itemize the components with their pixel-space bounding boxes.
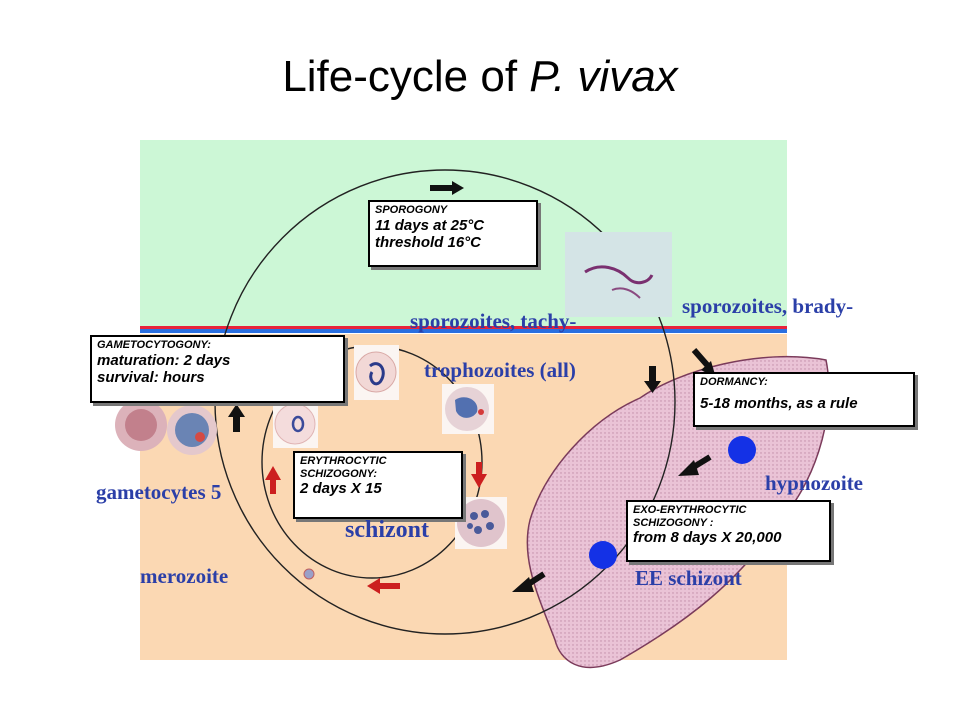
exo-erythrocytic-box: EXO-ERYTHROCYTIC SCHIZOGONY : from 8 day… (626, 500, 831, 562)
title-prefix: Life-cycle of (282, 52, 530, 101)
sporogony-box: SPOROGONY 11 days at 25°C threshold 16°C (368, 200, 538, 267)
cell-trophozoite (442, 384, 494, 434)
cell-schizont (455, 497, 507, 549)
arrow-red-left (367, 578, 400, 594)
gametocytogony-line2: survival: hours (97, 368, 205, 386)
sporozoite-shape (584, 265, 654, 285)
label-trophozoites: trophozoites (all) (424, 358, 576, 382)
arrow-to-liver-1 (644, 366, 661, 393)
gametocytogony-line1: maturation: 2 days (97, 351, 231, 369)
cell-ring-left (273, 400, 318, 448)
label-gametocytes: gametocytes 5 (96, 480, 222, 504)
arrow-gametocytogony-up (228, 404, 245, 432)
label-schizont: schizont (345, 517, 429, 543)
skin-line-red (140, 326, 787, 329)
label-sporozoites-brady: sporozoites, brady- (682, 294, 854, 318)
sporogony-line1: 11 days at 25°C (375, 216, 485, 234)
sporogony-heading: SPOROGONY (375, 204, 448, 216)
dormancy-box: DORMANCY: 5-18 months, as a rule (693, 372, 915, 427)
skin-line-blue (140, 329, 787, 333)
cell-gametocyte-2 (167, 405, 217, 455)
erythrocytic-box: ERYTHROCYTIC SCHIZOGONY: 2 days X 15 (293, 451, 463, 519)
title-species: P. vivax (529, 52, 678, 101)
arrow-hypnozoite (678, 454, 712, 476)
label-sporozoites-tachy: sporozoites, tachy- (410, 309, 577, 333)
erythrocytic-line1: 2 days X 15 (300, 480, 382, 498)
cell-gametocyte-1 (115, 399, 167, 451)
arrow-red-up (265, 466, 281, 494)
exo-erythrocytic-heading1: EXO-ERYTHROCYTIC (633, 504, 747, 516)
sporogony-line2: threshold 16°C (375, 233, 482, 251)
sporozoite-shape-2 (611, 287, 641, 299)
gametocytogony-heading: GAMETOCYTOGONY: (97, 339, 211, 351)
gametocytogony-box: GAMETOCYTOGONY: maturation: 2 days survi… (90, 335, 345, 403)
arrow-sporogony (430, 181, 464, 195)
dormancy-heading: DORMANCY: (700, 376, 768, 388)
label-ee-schizont: EE schizont (635, 566, 742, 590)
exo-erythrocytic-line1: from 8 days X 20,000 (633, 529, 782, 547)
slide-title: Life-cycle of P. vivax (0, 52, 960, 102)
cell-ring-top (354, 345, 399, 400)
erythrocytic-heading1: ERYTHROCYTIC (300, 455, 387, 467)
hypnozoite-node (728, 436, 756, 464)
sporozoite-photo (565, 232, 672, 317)
label-merozoite: merozoite (140, 564, 229, 588)
dormancy-line1: 5-18 months, as a rule (700, 394, 858, 412)
ee-schizont-node (589, 541, 617, 569)
exo-erythrocytic-heading2: SCHIZOGONY : (633, 516, 714, 529)
label-hypnozoite: hypnozoite (765, 471, 864, 495)
arrow-ee-schizont (512, 571, 546, 592)
arrow-red-down (471, 462, 487, 488)
erythrocytic-heading2: SCHIZOGONY: (300, 467, 378, 480)
merozoite-dot (303, 568, 315, 580)
